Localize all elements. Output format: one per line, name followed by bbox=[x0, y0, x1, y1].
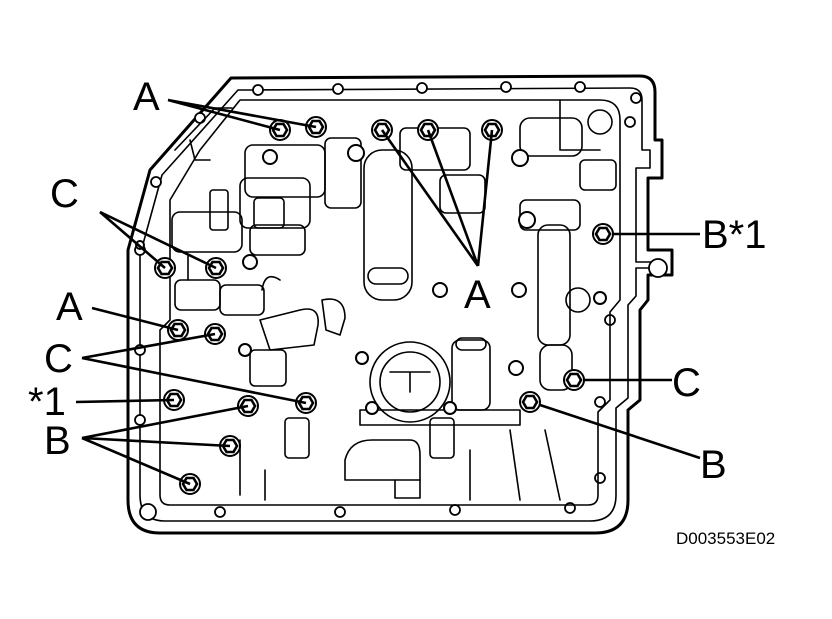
leader-lines bbox=[75, 98, 701, 486]
label-star1-left: *1 bbox=[28, 380, 66, 424]
label-c-right: C bbox=[672, 361, 701, 405]
label-c-left: C bbox=[44, 337, 73, 381]
perimeter-holes bbox=[134, 81, 668, 521]
label-c-topleft: C bbox=[50, 172, 79, 216]
bolt-c-5 bbox=[563, 369, 585, 391]
label-b-left: B bbox=[44, 419, 71, 463]
figure-code: D003553E02 bbox=[676, 529, 775, 548]
callout-labels: A A A C C C *1 B B B*1 bbox=[28, 75, 767, 487]
label-b-right: B bbox=[700, 443, 727, 487]
bolt-b-star1 bbox=[592, 223, 614, 245]
label-b-star1: B*1 bbox=[702, 213, 767, 257]
bolts bbox=[154, 116, 614, 495]
bolt-a-2 bbox=[305, 116, 327, 138]
internal-holes bbox=[135, 144, 607, 415]
label-a-top: A bbox=[133, 75, 160, 119]
label-a-center: A bbox=[464, 273, 491, 317]
bolt-b-5 bbox=[519, 391, 541, 413]
label-a-left: A bbox=[56, 285, 83, 329]
